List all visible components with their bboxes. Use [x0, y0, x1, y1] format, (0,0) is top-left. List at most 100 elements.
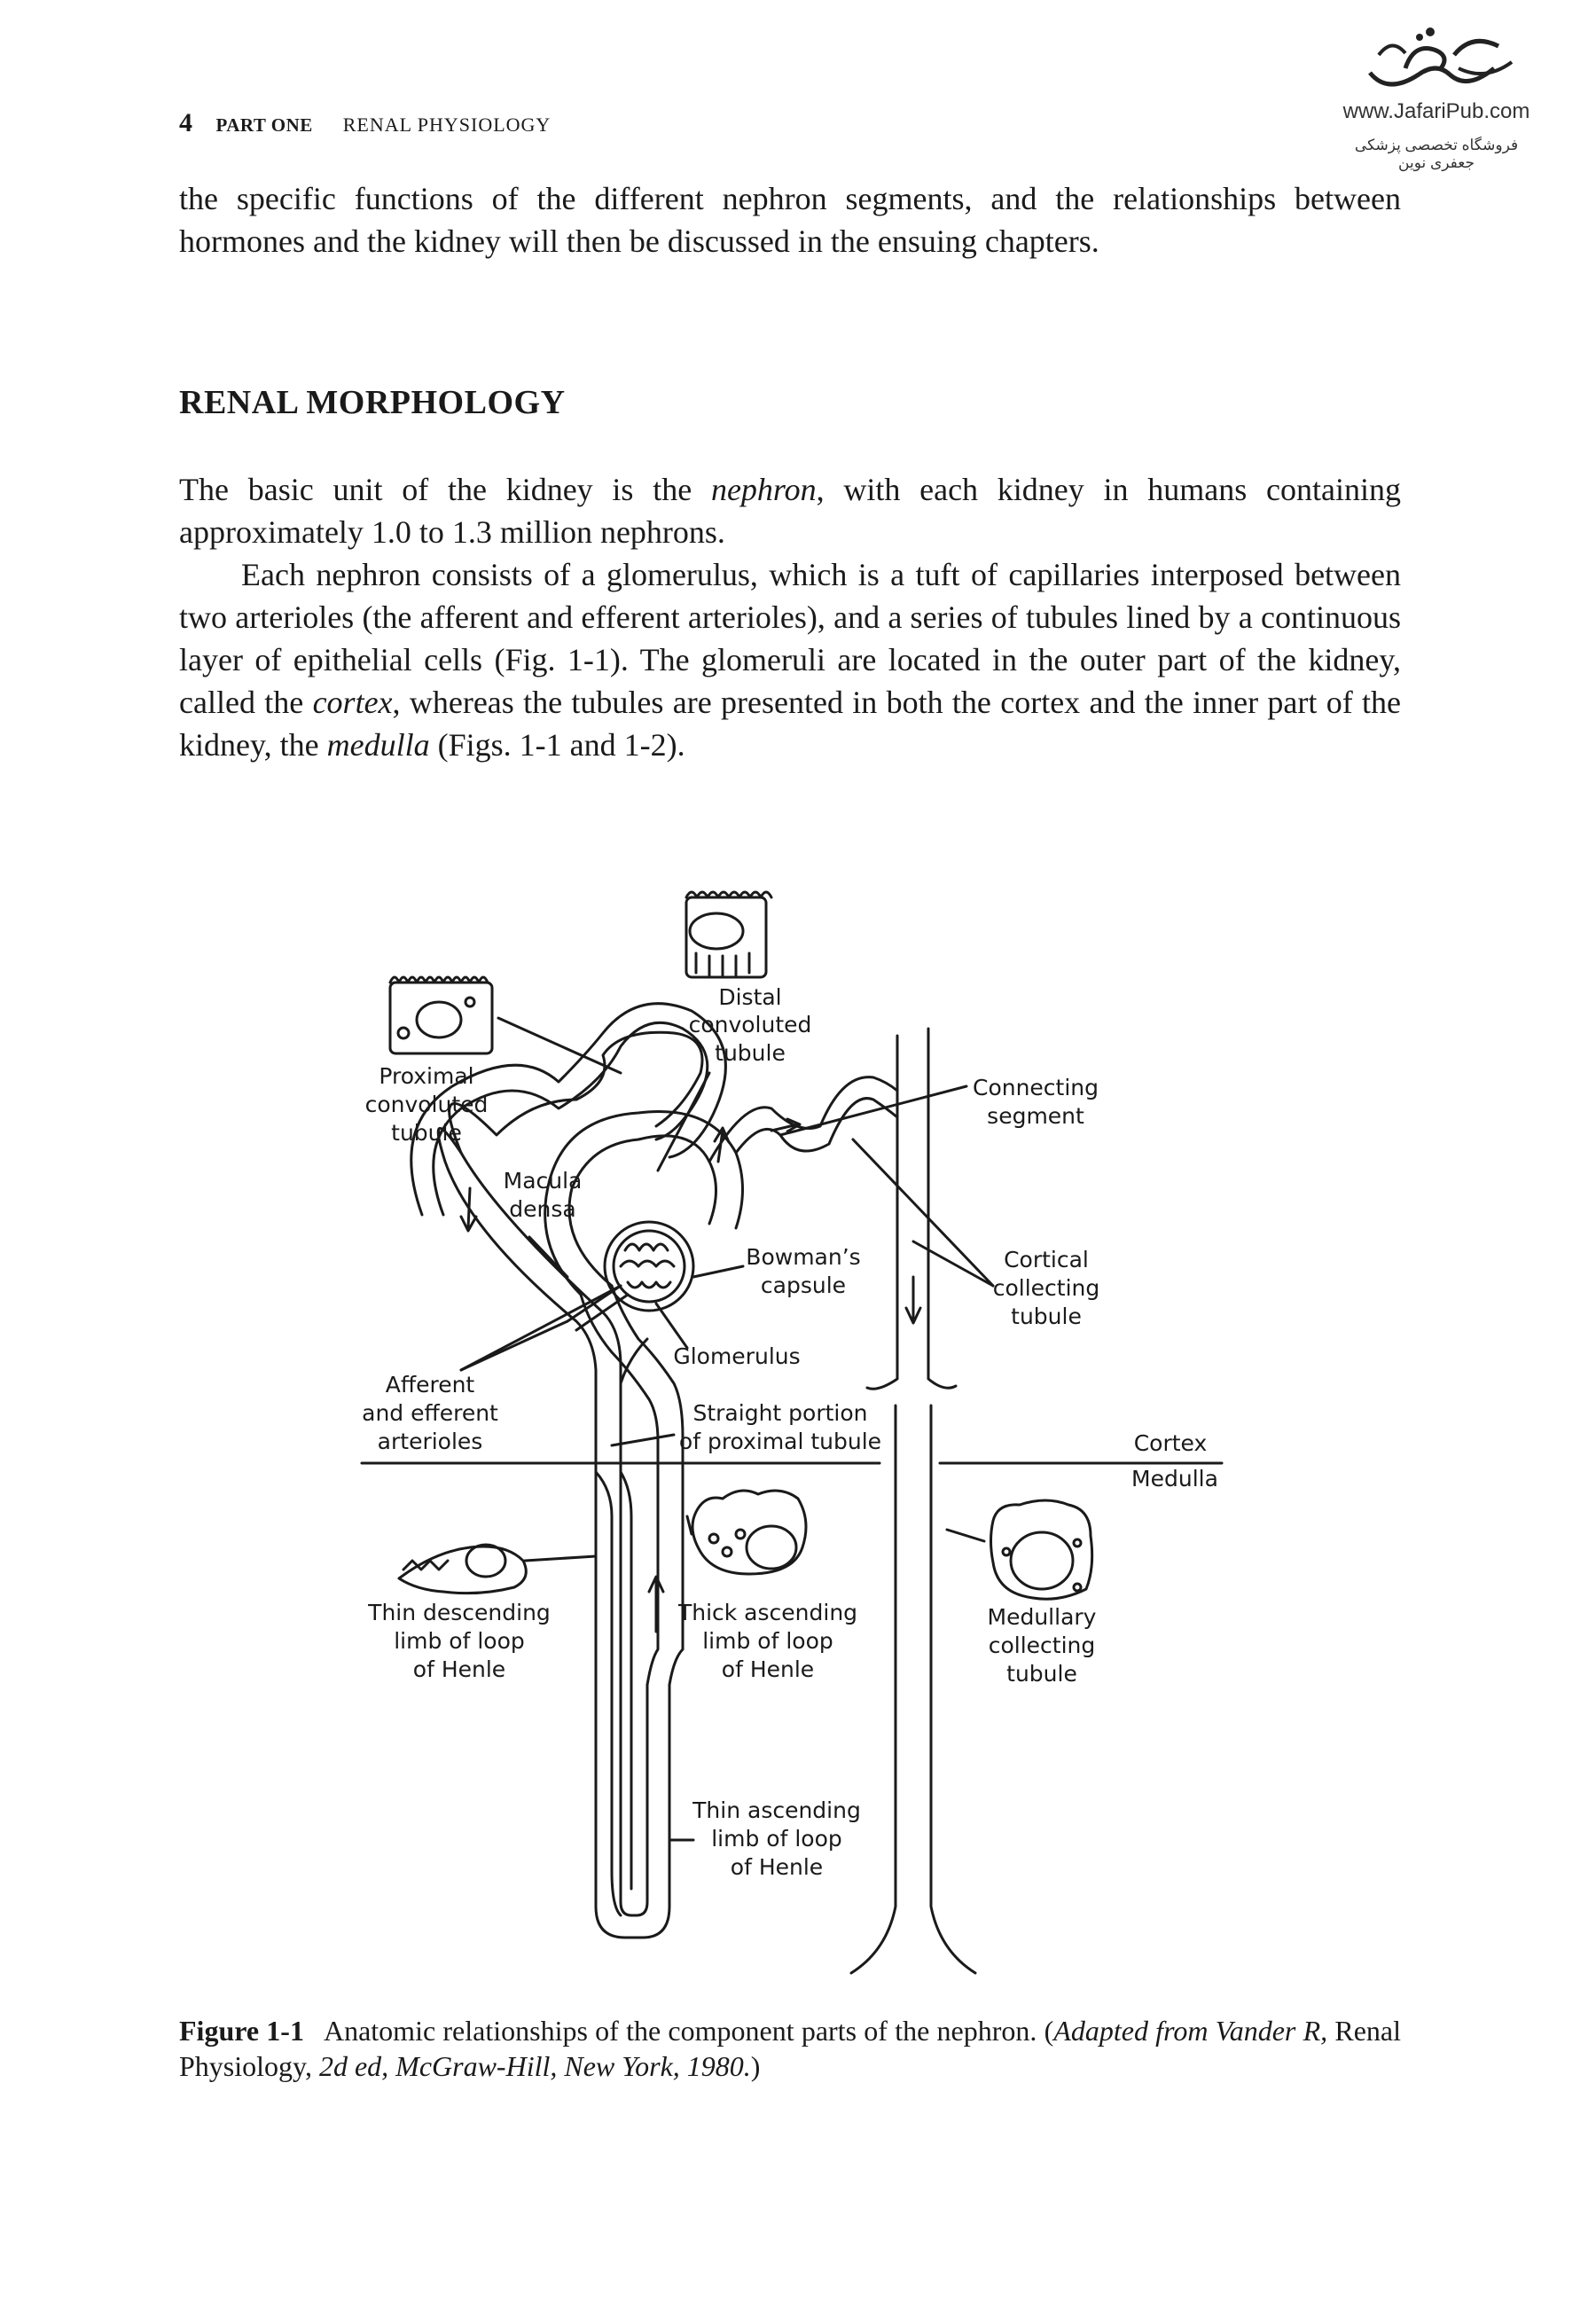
- label-cortex: Cortex: [1134, 1430, 1208, 1456]
- afferent-arteriole: [566, 1284, 622, 1323]
- loop-ascending-outer: [610, 1284, 685, 1687]
- bowmans-capsule: [603, 1220, 695, 1312]
- text-run: , whereas the tubules are presented in b…: [179, 685, 1401, 763]
- leader-distal: [656, 1071, 711, 1172]
- straight-portion-outer: [619, 1337, 649, 1425]
- label-medullary-1: Medullary: [988, 1604, 1097, 1630]
- label-proximal-1: Proximal: [379, 1063, 473, 1089]
- leader-arterioles-2: [459, 1284, 622, 1372]
- cell-proximal-tubule-drawing: [388, 975, 494, 1055]
- proximal-tubule-inner: [436, 1126, 598, 1425]
- text-run: The basic unit of the kidney is the: [179, 472, 711, 507]
- efferent-arteriole: [575, 1293, 630, 1332]
- label-medullary-2: collecting: [989, 1633, 1096, 1658]
- distal-tubule-inner: [544, 1109, 744, 1296]
- caption-source-italic: Adapted from Vander R,: [1053, 2015, 1328, 2047]
- publisher-subtitle: فروشگاه تخصصی پزشکی جعفری نوین: [1354, 137, 1519, 171]
- bowmans-capsule-inner: [612, 1229, 686, 1304]
- leader-connecting: [778, 1084, 968, 1137]
- label-proximal-3: tubule: [391, 1120, 462, 1146]
- medullary-duct-left-wall: [849, 1404, 897, 1975]
- text-run: , with each kidney in humans containing …: [179, 472, 1402, 550]
- figure-label: Figure 1-1: [179, 2015, 304, 2047]
- text-run: (Figs. 1-1 and 1-2).: [429, 727, 685, 763]
- label-distal-3: tubule: [715, 1040, 786, 1066]
- flow-arrow-distal: [713, 1126, 731, 1163]
- leader-cortical-2: [851, 1138, 995, 1288]
- label-thin-asc-2: limb of loop: [711, 1826, 842, 1852]
- label-afferent-3: arterioles: [378, 1429, 483, 1454]
- label-straight-1: Straight portion: [692, 1400, 867, 1426]
- cell-thin-descending-drawing: [397, 1543, 528, 1595]
- paragraph-nephron-unit: The basic unit of the kidney is the neph…: [179, 468, 1401, 553]
- flow-arrow-ascending: [647, 1575, 665, 1633]
- label-thin-desc-3: of Henle: [413, 1656, 505, 1682]
- label-thin-asc-1: Thin ascending: [692, 1797, 861, 1823]
- loop-bend-inner: [619, 1452, 649, 1917]
- label-distal-2: convoluted: [689, 1012, 812, 1037]
- label-cortical-3: tubule: [1011, 1304, 1082, 1329]
- proximal-convoluted-loop: [432, 1021, 709, 1217]
- connecting-segment-inner: [708, 1076, 899, 1163]
- label-medulla: Medulla: [1131, 1466, 1218, 1492]
- label-thick-asc-3: of Henle: [722, 1656, 814, 1682]
- proximal-tubule-outer: [448, 1030, 704, 1425]
- text-run: Each nephron consists of a glomerulus, w…: [179, 557, 1401, 720]
- label-bowman-2: capsule: [761, 1272, 846, 1298]
- emphasis-medulla: medulla: [326, 727, 430, 763]
- label-glomerulus: Glomerulus: [673, 1343, 800, 1369]
- label-thin-desc-1: Thin descending: [367, 1600, 551, 1625]
- loop-ascending-inner: [579, 1293, 660, 1687]
- label-connecting-1: Connecting: [973, 1075, 1099, 1100]
- leader-arterioles-1: [459, 1319, 569, 1372]
- label-afferent-1: Afferent: [386, 1372, 475, 1398]
- flow-arrow-collecting: [904, 1275, 922, 1325]
- label-thick-asc-1: Thick ascending: [677, 1600, 857, 1625]
- connecting-segment-outer: [734, 1097, 899, 1155]
- leader-straight: [610, 1433, 676, 1447]
- publisher-watermark: www.JafariPub.com فروشگاه تخصصی پزشکی جع…: [1334, 20, 1538, 172]
- loop-bend-outer: [594, 1435, 671, 1939]
- leader-bowman: [692, 1265, 745, 1279]
- page-number: 4: [179, 108, 193, 137]
- part-label: PART ONE: [215, 114, 313, 136]
- label-straight-2: of proximal tubule: [679, 1429, 881, 1454]
- loop-descending-outer: [594, 1421, 622, 1917]
- label-proximal-2: convoluted: [365, 1092, 489, 1117]
- section-heading: RENAL MORPHOLOGY: [179, 384, 566, 421]
- label-thin-desc-2: limb of loop: [394, 1628, 525, 1654]
- label-afferent-2: and efferent: [362, 1400, 498, 1426]
- caption-text: Anatomic relationships of the component …: [323, 2015, 1054, 2047]
- collecting-duct-right-wall: [927, 1027, 958, 1390]
- label-bowman-1: Bowman’s: [746, 1244, 860, 1270]
- glomerulus-tuft: [619, 1242, 676, 1289]
- flow-arrow-proximal: [459, 1186, 478, 1233]
- collecting-duct-left-wall: [865, 1034, 899, 1390]
- label-macula-1: Macula: [504, 1168, 583, 1194]
- publisher-logo-icon: [1368, 27, 1514, 87]
- cell-medullary-collecting-drawing: [990, 1499, 1094, 1601]
- label-macula-2: densa: [509, 1196, 575, 1222]
- emphasis-nephron: nephron: [710, 472, 817, 507]
- paragraph-intro-continued: the specific functions of the different …: [179, 181, 1401, 259]
- paragraph-nephron-structure: Each nephron consists of a glomerulus, w…: [179, 553, 1401, 766]
- leader-cortical-1: [911, 1240, 995, 1288]
- flow-arrow-connecting: [770, 1117, 802, 1133]
- publisher-url: www.JafariPub.com: [1342, 99, 1530, 123]
- leader-glomerulus: [654, 1302, 689, 1350]
- emphasis-cortex: cortex: [312, 685, 393, 720]
- caption-close: ): [750, 2050, 761, 2082]
- label-medullary-3: tubule: [1006, 1661, 1077, 1687]
- medullary-duct-right-wall: [929, 1404, 977, 1975]
- leader-medullary: [945, 1528, 986, 1543]
- label-cortical-1: Cortical: [1004, 1247, 1089, 1272]
- label-connecting-2: segment: [987, 1103, 1084, 1129]
- distal-tubule-outer: [567, 1134, 717, 1288]
- caption-source-italic2: 2d ed, McGraw-Hill, New York, 1980.: [318, 2050, 751, 2082]
- figure-caption: Figure 1-1 Anatomic relationships of the …: [179, 2013, 1401, 2084]
- proximal-convoluted-loop-outer: [410, 1002, 727, 1217]
- label-thin-asc-3: of Henle: [731, 1854, 823, 1880]
- loop-descending-inner: [619, 1421, 633, 1891]
